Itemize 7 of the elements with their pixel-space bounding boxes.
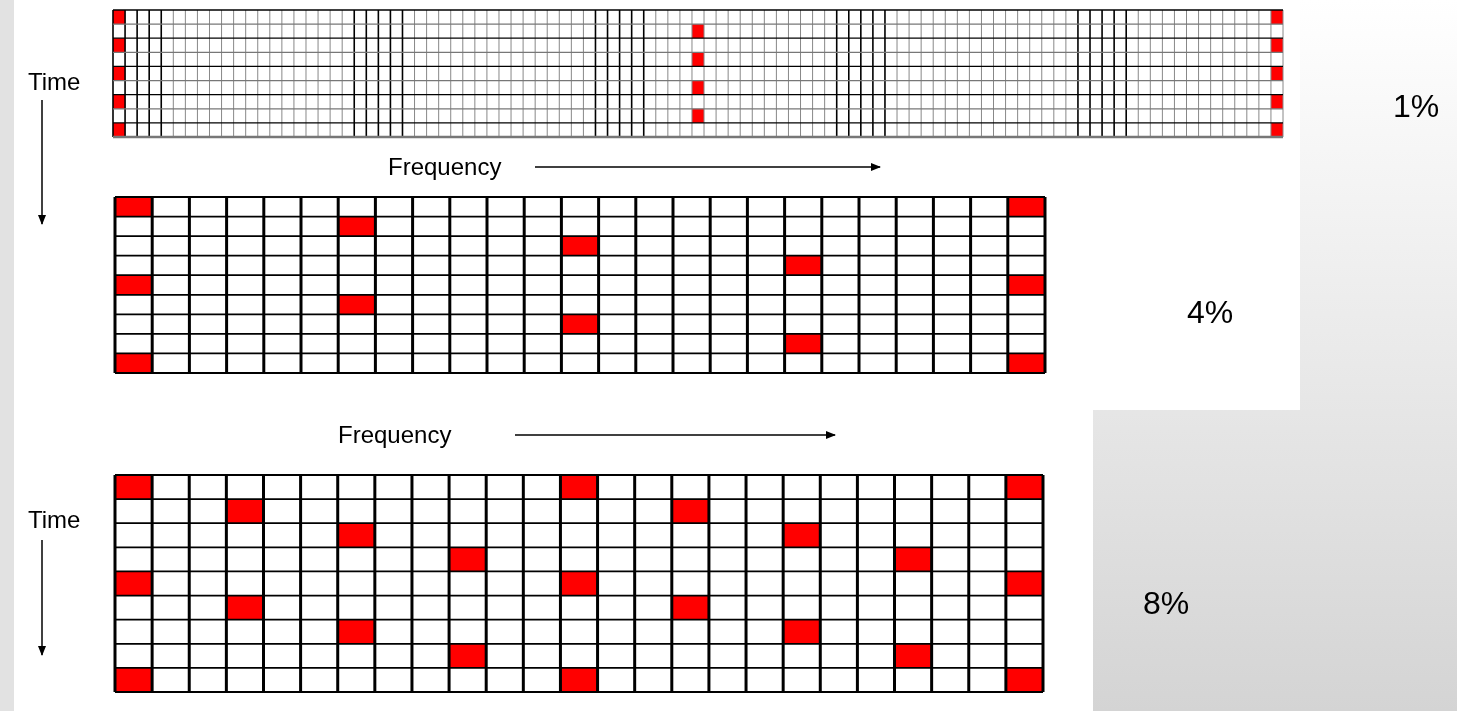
axis-label: Frequency <box>388 155 502 179</box>
axis-label: Time <box>28 508 81 532</box>
percentage-label: 1% <box>1393 90 1440 122</box>
axis-label: Time <box>28 70 81 94</box>
percentage-label: 4% <box>1187 296 1234 328</box>
percentage-label: 8% <box>1143 587 1190 619</box>
axis-label: Frequency <box>338 423 452 447</box>
